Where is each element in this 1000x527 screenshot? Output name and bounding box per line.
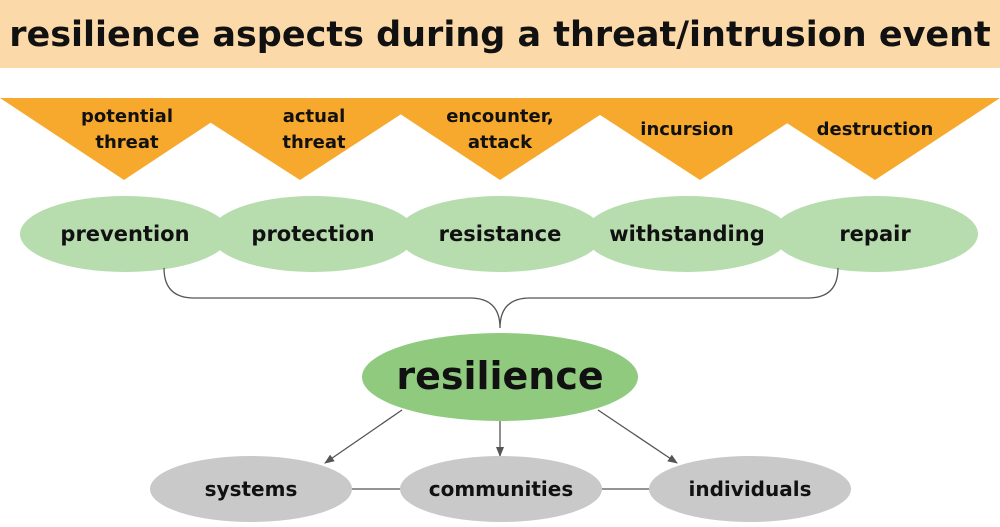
arrow-to-individuals xyxy=(597,409,678,464)
phase-label-3-line2: attack xyxy=(467,132,533,153)
phase-triangle-3 xyxy=(376,98,626,180)
grouping-brace xyxy=(163,267,839,329)
phase-triangle-1 xyxy=(0,98,248,180)
aspect-label-protection: protection xyxy=(251,222,375,246)
phase-label-2-line1: actual xyxy=(282,106,346,127)
phase-triangle-2 xyxy=(172,98,426,180)
aspect-label-withstanding: withstanding xyxy=(609,222,765,246)
phase-label-2: actual threat xyxy=(239,100,389,160)
phase-label-3: encounter, attack xyxy=(425,100,575,160)
aspect-ellipse-resistance xyxy=(397,196,603,272)
aspect-label-prevention: prevention xyxy=(60,222,190,246)
level-label-systems: systems xyxy=(204,477,298,501)
phase-label-5-line1: destruction xyxy=(816,119,934,140)
aspect-ellipse-repair xyxy=(772,196,978,272)
level-label-communities: communities xyxy=(428,477,574,501)
phase-label-1-line2: threat xyxy=(95,132,159,153)
level-ellipse-systems xyxy=(150,456,352,522)
page-title: resilience aspects during a threat/intru… xyxy=(9,15,991,55)
aspect-label-repair: repair xyxy=(839,222,911,246)
phase-triangle-4 xyxy=(574,98,826,180)
phase-triangle-5 xyxy=(748,98,1000,180)
aspect-ellipse-withstanding xyxy=(584,196,790,272)
aspect-ellipse-protection xyxy=(210,196,416,272)
title-bar xyxy=(0,0,1000,68)
aspect-label-resistance: resistance xyxy=(438,222,562,246)
level-ellipse-individuals xyxy=(649,456,851,522)
phase-label-3-line1: encounter, xyxy=(446,106,554,127)
aspect-ellipse-prevention xyxy=(20,196,230,272)
phase-label-5: destruction xyxy=(800,100,950,160)
phase-label-2-line2: threat xyxy=(282,132,346,153)
phase-label-1: potential threat xyxy=(52,100,202,160)
resilience-ellipse xyxy=(362,333,638,421)
phase-label-1-line1: potential xyxy=(81,106,173,127)
level-label-individuals: individuals xyxy=(688,477,812,501)
resilience-label: resilience xyxy=(396,354,604,398)
phase-label-4: incursion xyxy=(612,100,762,160)
arrow-to-systems xyxy=(324,409,403,464)
phase-label-4-line1: incursion xyxy=(640,119,734,140)
level-ellipse-communities xyxy=(400,456,602,522)
